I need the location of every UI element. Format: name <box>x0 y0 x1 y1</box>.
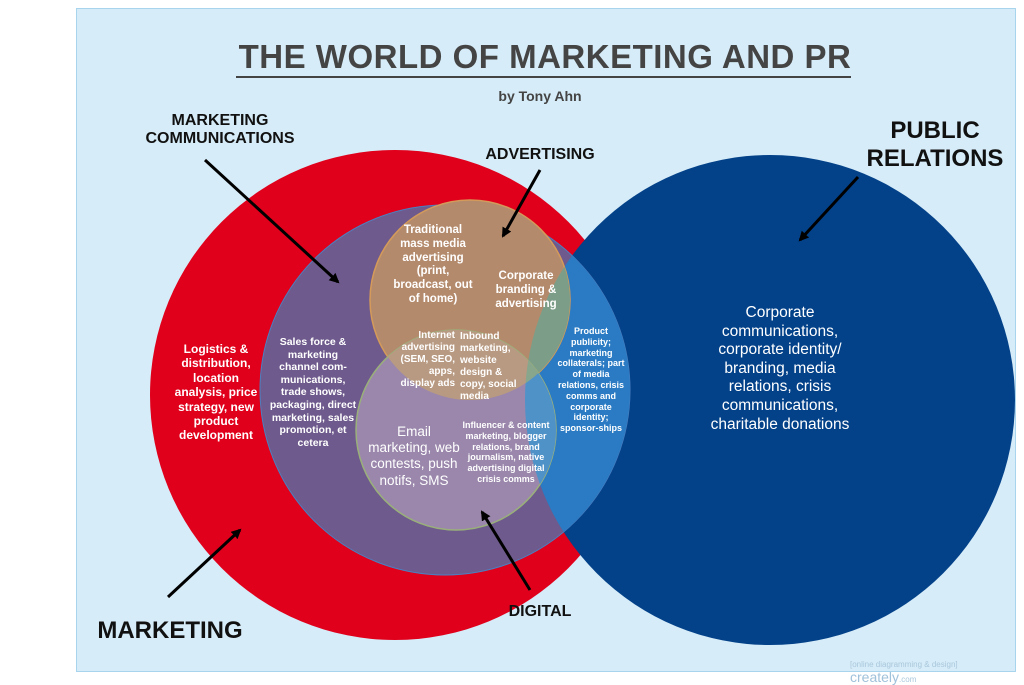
title-underline <box>236 76 851 78</box>
watermark-suffix: .com <box>899 675 917 684</box>
marketing-communications-arrow <box>203 158 340 284</box>
byline: by Tony Ahn <box>498 88 582 104</box>
marketing-arrow <box>166 528 242 599</box>
region-internet-advertising-text: Internet advertising (SEM, SEO, apps, di… <box>400 330 455 389</box>
region-marketing-communications-text: Sales force & marketing channel com-muni… <box>269 336 357 449</box>
region-traditional-advertising-text: Traditional mass media advertising (prin… <box>393 224 473 305</box>
region-email-marketing-text: Email marketing, web contests, push noti… <box>368 424 460 488</box>
label-advertising: ADVERTISING <box>485 146 595 163</box>
label-marketing: MARKETING <box>97 617 243 644</box>
advertising-arrow <box>501 169 542 238</box>
label-digital: DIGITAL <box>508 603 572 620</box>
public-relations-arrow <box>798 175 860 242</box>
region-inbound-marketing-text: Inbound marketing, website design & copy… <box>460 331 517 402</box>
label-marketing-communications: MARKETING COMMUNICATIONS <box>145 112 295 148</box>
label-public-relations: PUBLIC RELATIONS <box>866 117 1004 172</box>
region-product-publicity-text: Product publicity; marketing collaterals… <box>557 326 625 434</box>
watermark-prefix: [online diagramming & design] <box>850 660 958 669</box>
region-influencer-text: Influencer & content marketing, blogger … <box>462 420 550 484</box>
public-relations-circle <box>525 155 1015 645</box>
digital-arrow <box>480 510 532 591</box>
page-title: THE WORLD OF MARKETING AND PR <box>238 38 852 75</box>
region-public-relations-text: Corporate communications, corporate iden… <box>710 304 850 433</box>
region-marketing-text: Logistics & distribution, location analy… <box>174 342 258 443</box>
watermark-brand: creately <box>850 669 900 685</box>
creately-watermark: [online diagramming & design] creately.c… <box>850 660 1024 685</box>
region-corporate-branding-text: Corporate branding & advertising <box>495 270 557 310</box>
